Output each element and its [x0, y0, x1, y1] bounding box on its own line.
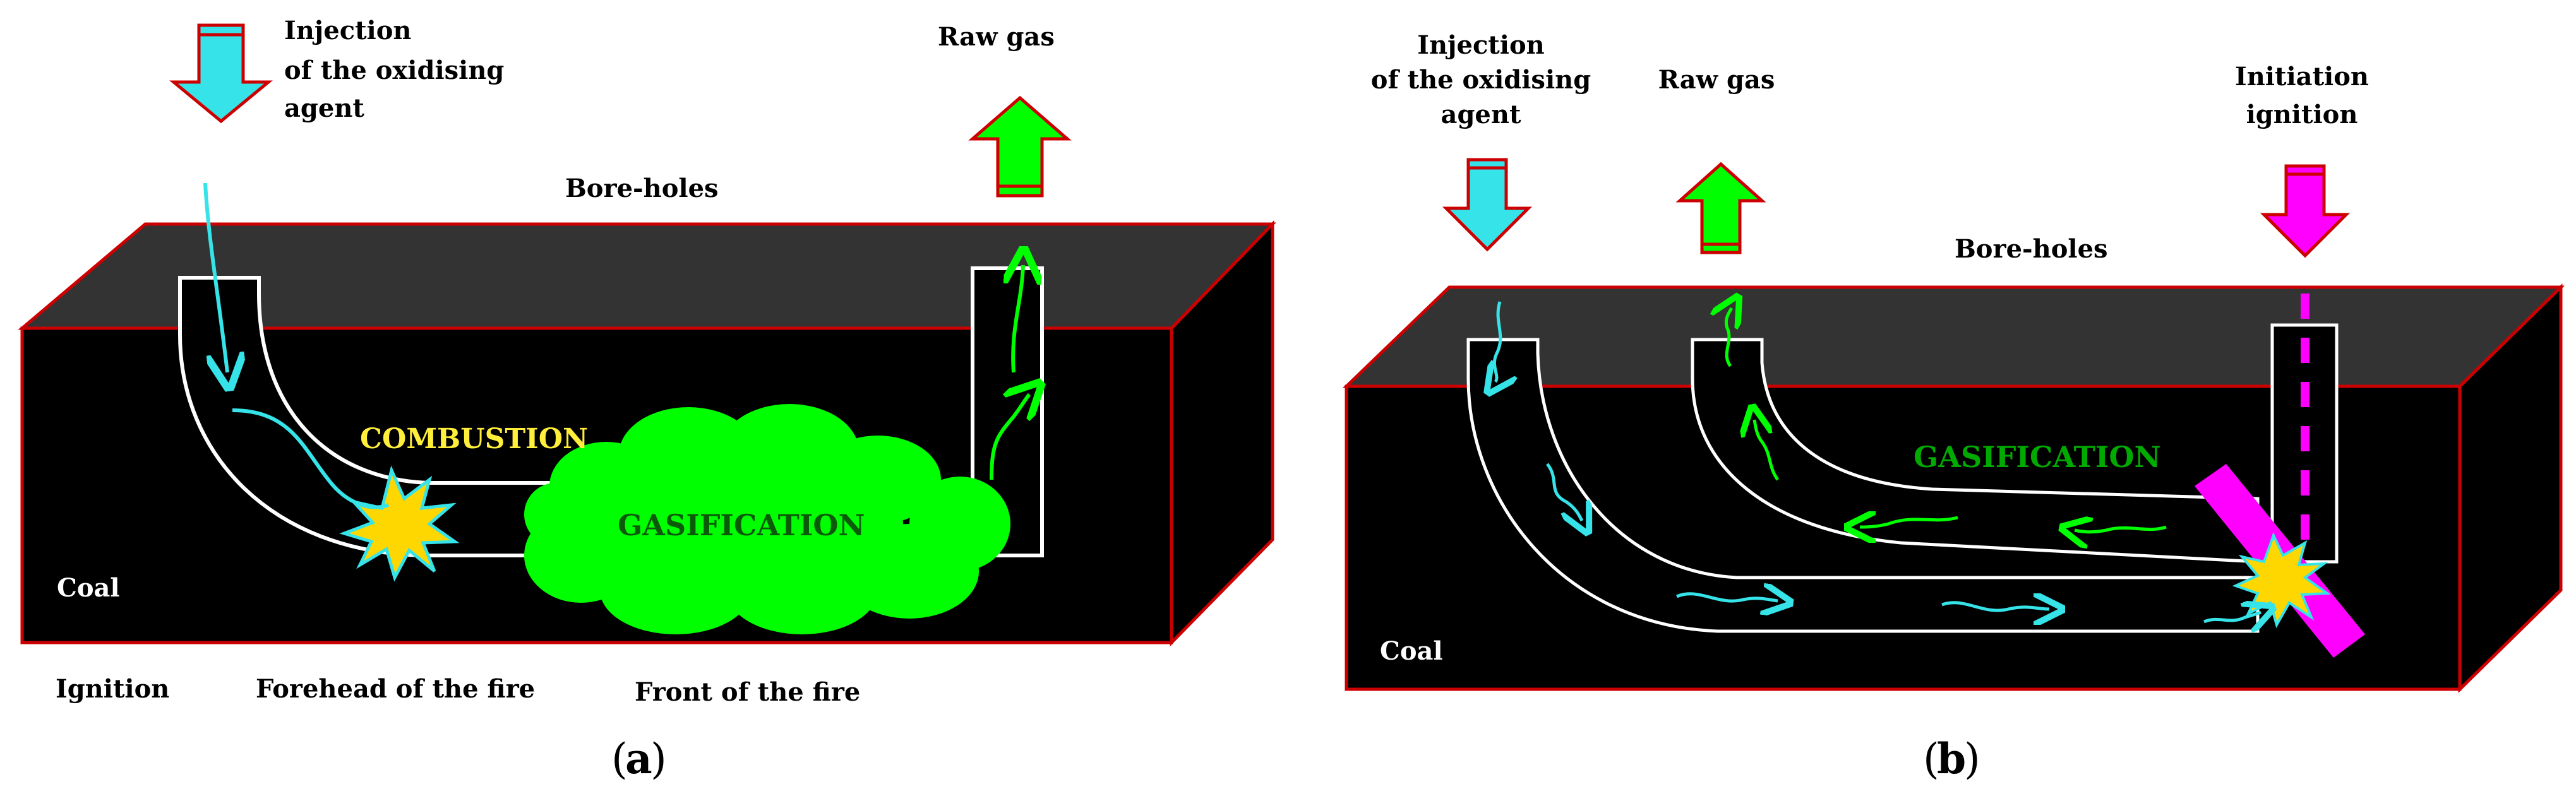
gasification-cloud-a	[524, 404, 1010, 634]
injection-label-b-3: agent	[1441, 100, 1521, 129]
oxidiser-flow-b4	[1941, 603, 2049, 610]
ignition-label-a: Ignition	[56, 674, 169, 704]
oxidiser-flow-a	[203, 182, 227, 372]
gas-flow-b3	[1860, 518, 1958, 527]
gas-flow-b2	[1754, 420, 1780, 481]
initiation-label-b-1: Initiation	[2235, 62, 2369, 92]
front-label-a: Front of the fire	[635, 677, 860, 707]
gasification-label-b: GASIFICATION	[1914, 440, 2161, 474]
injection-label-a-2: of the oxidising	[284, 56, 504, 85]
gas-flow-a1	[990, 395, 1029, 480]
raw-gas-arrow-icon-a	[968, 95, 1072, 198]
oxidiser-flow-b3	[1676, 594, 1778, 601]
bore-holes-label-a: Bore-holes	[565, 174, 719, 203]
flame-burst-a	[339, 465, 460, 582]
gas-flow-a2	[1013, 265, 1023, 373]
raw-gas-label-b: Raw gas	[1658, 65, 1775, 95]
caption-close-b: )	[1964, 735, 1980, 783]
combustion-label-a: COMBUSTION	[360, 423, 588, 455]
injection-label-b-1: Injection	[1417, 30, 1545, 60]
injection-arrow-icon-b	[1442, 158, 1533, 252]
bore-holes-label-b: Bore-holes	[1955, 234, 2108, 264]
oxidiser-flow-b2	[1545, 463, 1582, 521]
oxidiser-flow-a2	[232, 408, 390, 509]
panel-a: Injection of the oxidising agent Raw gas…	[18, 16, 1276, 783]
forehead-label-a: Forehead of the fire	[256, 674, 535, 704]
oxidiser-flow-b5	[2203, 612, 2261, 622]
caption-letter-b: b	[1937, 734, 1966, 783]
initiation-label-b-2: ignition	[2246, 100, 2358, 129]
borehole-channel-b1	[1466, 338, 2260, 633]
gasification-label-a: GASIFICATION	[618, 508, 865, 542]
injection-arrow-icon-a	[169, 23, 273, 124]
caption-letter-a: a	[625, 734, 652, 783]
coal-label-b: Coal	[1380, 636, 1443, 666]
caption-open-b: (	[1923, 735, 1939, 783]
gas-flow-b4	[2075, 527, 2167, 532]
raw-gas-arrow-icon-b	[1675, 162, 1766, 254]
injection-label-a-3: agent	[284, 93, 364, 123]
raw-gas-label-a: Raw gas	[938, 22, 1055, 52]
caption-close-a: )	[650, 735, 667, 783]
gas-flow-b1	[1726, 308, 1732, 367]
initiation-arrow-icon-b	[2260, 164, 2351, 258]
injection-label-b-2: of the oxidising	[1371, 65, 1591, 95]
injection-label-a-1: Injection	[284, 16, 412, 45]
oxidiser-flow-b1	[1494, 301, 1500, 382]
panel-b: Injection of the oxidising agent Raw gas…	[1342, 30, 2565, 783]
coal-label-a: Coal	[57, 573, 120, 603]
caption-open-a: (	[611, 735, 628, 783]
